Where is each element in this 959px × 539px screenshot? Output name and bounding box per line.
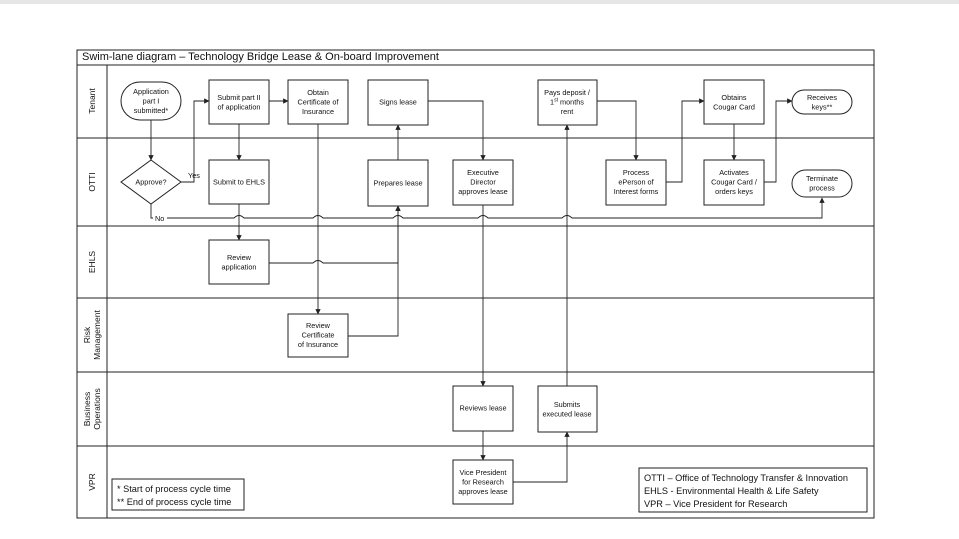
node-review-shape [208,239,270,285]
flow-rcoi-to-prepares [348,205,401,337]
flow-epoi-to-cougar [666,98,705,183]
node-activ-shape [703,159,765,206]
node-rlease-label: Reviews lease [459,404,506,413]
node-prep-label: Prepares lease [373,179,422,188]
no-label: No [155,214,164,223]
node-term-shape [791,169,853,198]
node-rcoi-shape [287,313,349,358]
flow-signs-to-exec [428,100,486,161]
yes-label: Yes [188,171,200,180]
node-approve-label: Approve? [135,178,166,187]
legend-vpr: VPR – Vice President for Research [644,499,787,509]
legend-box [638,467,868,513]
node-toehls-shape [208,159,270,205]
node-signs-label: Signs lease [379,98,417,107]
node-vp-shape [452,459,514,505]
node-prep-shape [367,159,429,207]
lane-label-vpr: VPR [87,473,97,490]
lane-label-risk: RiskManagement [82,310,102,360]
node-cougar-shape [703,79,765,125]
node-rlease-shape [452,385,514,432]
note-end: ** End of process cycle time [117,497,231,507]
node-coi-shape [287,79,349,125]
node-epoi-shape [605,159,667,206]
node-exec-shape [452,159,514,206]
diagram-frame [76,49,875,519]
flow-approve-yes-to-submit2 [181,98,210,183]
legend-otti: OTTI – Office of Technology Transfer & I… [644,473,848,483]
lane-label-busops: BusinessOperations [82,388,102,430]
notes-box [111,478,245,511]
note-start: * Start of process cycle time [117,484,231,494]
diagram-title: Swim-lane diagram – Technology Bridge Le… [82,51,439,63]
node-signs-shape [367,79,429,126]
node-pays-shape [537,79,598,126]
no-label-bg [153,213,167,223]
flow-review-to-prepares [269,205,401,264]
node-subexec-shape [537,385,598,433]
flow-vp-to-subexec [513,431,570,483]
window-top-bar [0,0,959,4]
flow-pays-to-epoi [597,100,639,161]
node-keys-shape [791,89,853,115]
node-sub2-shape [208,79,270,125]
flow-activ-to-keys [764,98,793,183]
legend-ehls: EHLS - Environmental Health & Life Safet… [644,486,819,496]
node-app1-shape [120,81,182,121]
lane-label-otti: OTTI [87,172,97,191]
node-toehls-label: Submit to EHLS [213,178,265,187]
node-approve-shape [120,159,182,205]
lane-label-ehls: EHLS [87,251,97,274]
lane-label-tenant: Tenant [87,88,97,114]
